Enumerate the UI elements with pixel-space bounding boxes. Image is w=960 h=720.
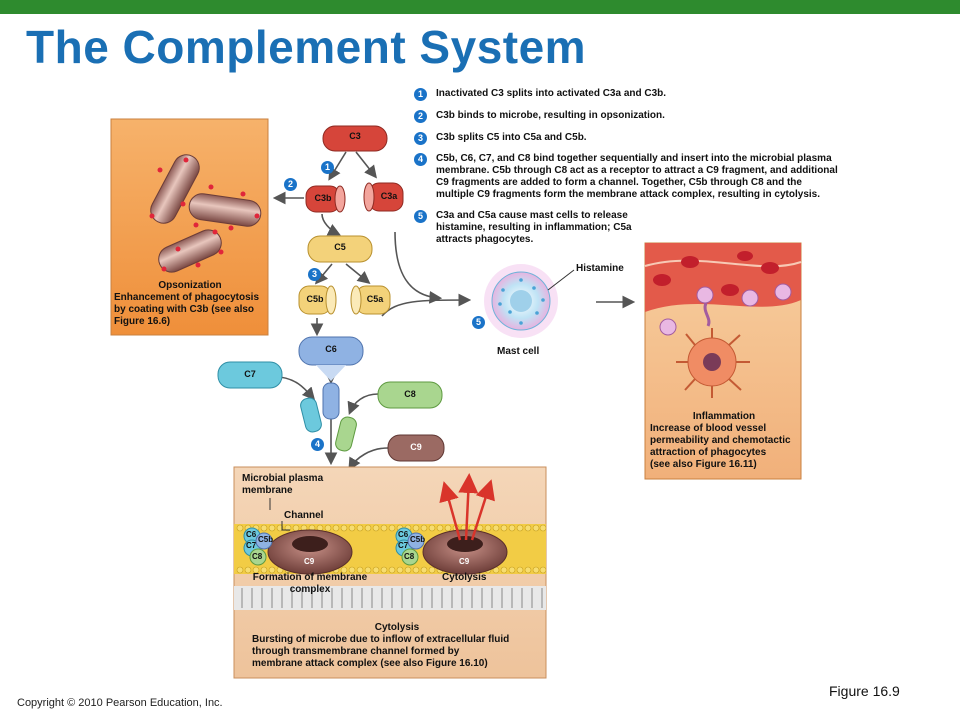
step-text: C3b binds to microbe, resulting in opson… (436, 110, 665, 121)
complex-c5b-label: C5b (258, 535, 274, 544)
channel-label: Channel (284, 510, 324, 521)
step-badge-1: 1 (321, 161, 334, 174)
step-badge-2: 2 (284, 178, 297, 191)
step-text-line: C3a and C5a cause mast cells to release (436, 210, 628, 221)
c5a-label: C5a (366, 294, 384, 304)
complex2-c5b-label: C5b (410, 535, 426, 544)
step-text: Inactivated C3 splits into activated C3a… (436, 88, 667, 99)
slide-title: The Complement System (26, 21, 587, 73)
c3a-protein (363, 182, 404, 212)
c5b-label: C5b (306, 294, 324, 304)
inflammation-heading: Inflammation (692, 411, 756, 422)
opsonization-caption: Opsonization Enhancement of phagocytosis… (114, 280, 266, 328)
c3b-label: C3b (314, 193, 332, 203)
cytolysis-caption: Cytolysis Bursting of microbe due to inf… (252, 622, 542, 670)
copyright-text: Copyright © 2010 Pearson Education, Inc. (17, 697, 223, 709)
step-text: C3b splits C5 into C5a and C5b. (436, 132, 587, 143)
formation-label: Formation of membrane complex (240, 572, 380, 596)
c6-protein (298, 336, 364, 420)
mast-cell-label: Mast cell (497, 346, 540, 357)
membrane-panel (233, 466, 547, 679)
c3a-label: C3a (380, 191, 398, 201)
opsonization-panel (110, 118, 269, 336)
c3b-fragments (149, 157, 260, 272)
step-number: 2 (414, 110, 427, 123)
formation-label-line: complex (289, 584, 331, 595)
step-number: 1 (414, 88, 427, 101)
step-text-line: C9 fragments are added to form a channel… (436, 177, 802, 188)
inflammation-line: permeability and chemotactic (650, 435, 791, 446)
mast-cell (484, 264, 575, 338)
step-text-line: C5b, C6, C7, and C8 bind together sequen… (436, 153, 832, 164)
opsonization-line: Enhancement of phagocytosis (114, 292, 260, 303)
inflammation-line: Increase of blood vessel (650, 423, 767, 434)
step-number: 5 (414, 210, 427, 223)
attack-complex-left (243, 527, 353, 575)
step-5: 5 C3a and C5a cause mast cells to releas… (414, 210, 854, 250)
complex2-c6-label: C6 (398, 530, 409, 539)
step-badge-4: 4 (311, 438, 324, 451)
figure-label: Figure 16.9 (829, 683, 900, 699)
step-4: 4 C5b, C6, C7, and C8 bind together sequ… (414, 153, 854, 205)
phagocyte-cell (676, 328, 750, 398)
complex2-c7-label: C7 (398, 541, 409, 550)
complex2-c9-label: C9 (459, 557, 470, 566)
fluid-outflow-arrows (439, 473, 495, 541)
c6-label: C6 (325, 344, 337, 354)
opsonization-line: Figure 16.6) (114, 316, 171, 327)
c8-label: C8 (404, 389, 416, 399)
c9-label: C9 (410, 442, 422, 452)
cytolysis-inline-label: Cytolysis (442, 572, 487, 583)
membrane-label: Microbial plasma membrane (242, 473, 323, 497)
opsonization-heading: Opsonization (158, 280, 222, 291)
complex-c9-label: C9 (304, 557, 315, 566)
step-badge-3: 3 (308, 268, 321, 281)
c3-protein (322, 125, 388, 152)
c5b-protein (298, 285, 337, 315)
histamine-label: Histamine (576, 263, 624, 274)
complex-c7-label: C7 (246, 541, 257, 550)
step-number: 3 (414, 132, 427, 145)
step-badge-5: 5 (472, 316, 485, 329)
opsonization-line: by coating with C3b (see also (114, 304, 255, 315)
step-text-line: multiple C9 fragments form the membrane … (436, 189, 820, 200)
membrane-label-line: membrane (242, 485, 293, 496)
cytolysis-line: through transmembrane channel formed by (252, 646, 460, 657)
complex2-c8-label: C8 (404, 552, 415, 561)
cytolysis-heading: Cytolysis (374, 622, 420, 633)
inflammation-line: (see also Figure 16.11) (650, 459, 757, 470)
complex-c8-label: C8 (252, 552, 263, 561)
attack-complex-right (395, 527, 508, 575)
inflammation-panel (644, 242, 802, 480)
c3b-protein (305, 185, 346, 213)
c7-protein (217, 361, 322, 433)
inflammation-caption: Inflammation Increase of blood vessel pe… (650, 411, 798, 471)
c5-protein (307, 235, 373, 263)
membrane-label-line: Microbial plasma (242, 473, 324, 484)
step-number: 4 (414, 153, 427, 166)
c5a-protein (350, 285, 391, 315)
complex-c6-label: C6 (246, 530, 257, 539)
top-green-bar (0, 0, 960, 14)
step-text-line: membrane. C5b through C8 act as a recept… (436, 165, 838, 176)
cytolysis-line: Bursting of microbe due to inflow of ext… (252, 634, 510, 645)
step-text-line: attracts phagocytes. (436, 234, 534, 245)
step-text-line: histamine, resulting in inflammation; C5… (436, 222, 632, 233)
formation-label-line: Formation of membrane (252, 572, 368, 583)
c8-protein (335, 381, 443, 452)
c5-label: C5 (334, 242, 346, 252)
coated-bacterium (150, 154, 262, 273)
inflammation-line: attraction of phagocytes (650, 447, 767, 458)
c7-label: C7 (244, 369, 256, 379)
cytolysis-line: membrane attack complex (see also Figure… (252, 658, 488, 669)
c3-label: C3 (349, 131, 361, 141)
